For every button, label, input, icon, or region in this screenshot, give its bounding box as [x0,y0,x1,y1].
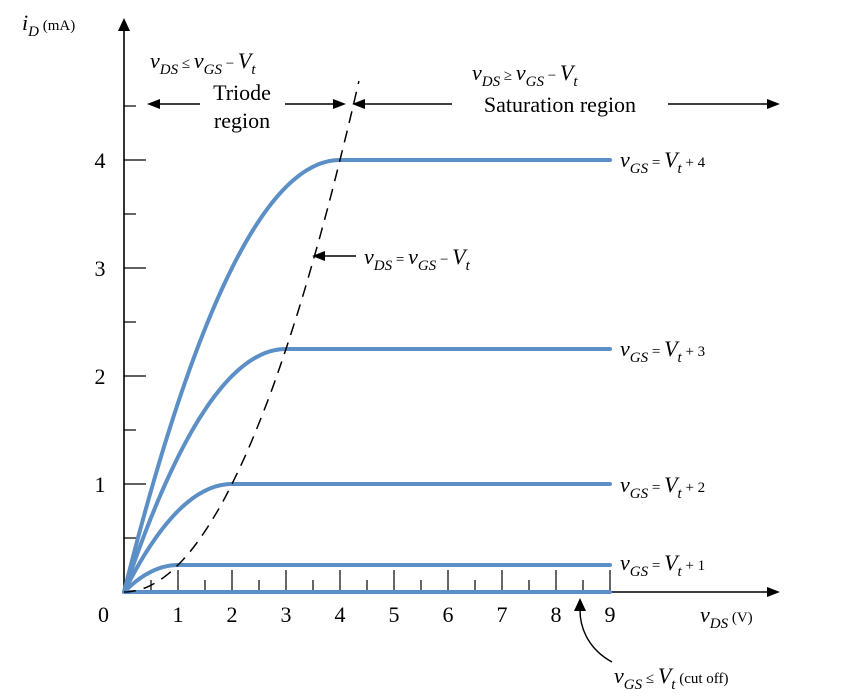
series-curve-vgs-vt-plus-3 [122,347,612,594]
x-tick-label: 0 [98,602,109,627]
y-axis-label: iD (mA) [22,10,75,40]
series-label-vgs-vt-plus-1: vGS = Vt + 1 [620,550,705,580]
y-tick-label: 4 [95,148,106,173]
triode-label-line1: Triode [213,80,271,105]
x-tick-label: 9 [605,602,616,627]
x-tick-label: 5 [389,602,400,627]
saturation-right-arrow-icon [767,99,780,109]
x-tick-label: 2 [227,602,238,627]
saturation-boundary-curve [123,80,360,593]
triode-left-arrow-icon [147,99,160,109]
x-axis-arrow-icon [767,587,780,597]
ticks: 0 1 2 3 4 5 6 7 8 9 1 2 3 4 [95,105,616,627]
series-label-vgs-vt-plus-2: vGS = Vt + 2 [620,472,705,502]
triode-right-arrow-icon [333,99,346,109]
triode-condition-label: vDS ≤ vGS − Vt [150,48,256,78]
watermark-text: 知乎 @刘晓光 [678,651,817,676]
y-axis-arrow-icon [118,18,130,31]
y-tick-label: 1 [95,472,106,497]
series-label-cutoff: vGS ≤ Vt (cut off) [614,663,729,693]
curves [122,158,612,594]
y-tick-label: 2 [95,364,106,389]
x-tick-label: 7 [497,602,508,627]
series-curve-vgs-vt-plus-4 [122,158,612,594]
x-axis-label: vDS (V) [700,602,753,632]
saturation-label: Saturation region [484,92,636,117]
series-label-vgs-vt-plus-3: vGS = Vt + 3 [620,336,705,366]
saturation-condition-label: vDS ≥ vGS − Vt [472,60,578,90]
y-tick-label: 3 [95,256,106,281]
series-curve-vgs-vt-plus-1 [122,563,612,594]
series-curve-vgs-vt-plus-2 [122,482,612,594]
x-tick-label: 4 [335,602,346,627]
cutoff-pointer-line [579,609,613,663]
x-tick-label: 6 [443,602,454,627]
labels: iD (mA) vDS (V) vGS = Vt + 4 vGS = Vt + 3 vG… [22,10,780,693]
saturation-left-arrow-icon [352,99,365,109]
boundary-pointer-arrow-icon [312,251,325,261]
boundary-group [123,80,360,593]
x-tick-label: 8 [551,602,562,627]
cutoff-pointer-arrow-icon [574,598,586,611]
boundary-label: vDS = vGS − Vt [364,244,471,274]
series-label-vgs-vt-plus-4: vGS = Vt + 4 [620,147,706,177]
x-tick-label: 3 [281,602,292,627]
x-tick-label: 1 [173,602,184,627]
triode-label-line2: region [214,108,270,133]
